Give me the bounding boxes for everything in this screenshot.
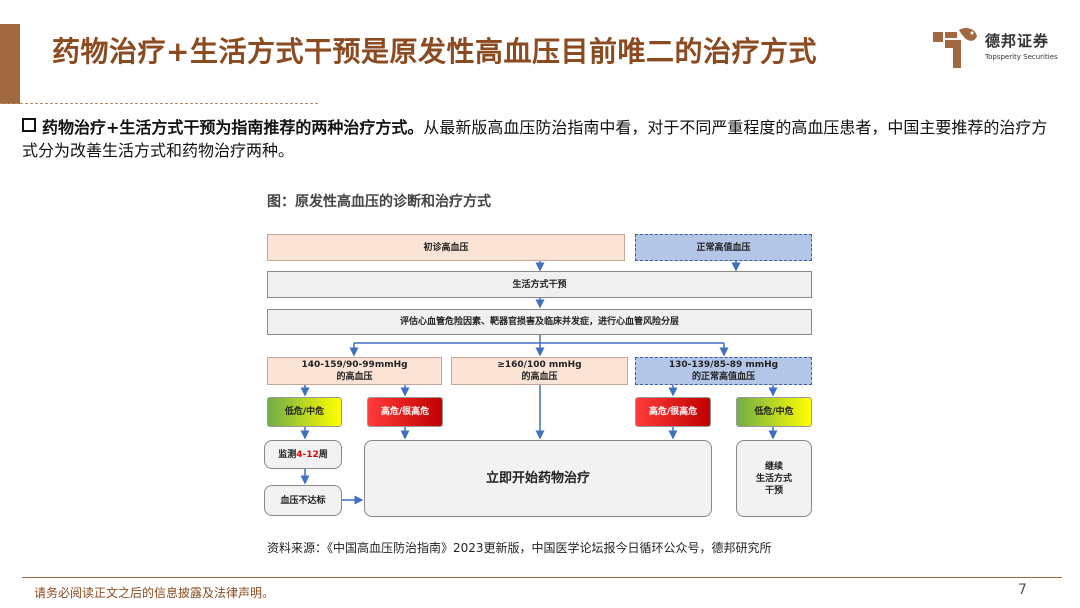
monitor-suffix: 周 <box>318 449 328 460</box>
logo-chinese-name: 德邦证券 <box>985 32 1050 50</box>
node-bp-not-met: 血压不达标 <box>264 485 342 516</box>
node-high-risk-left: 高危/很高危 <box>367 397 443 427</box>
bullet-bold-text: 药物治疗+生活方式干预为指南推荐的两种治疗方式。 <box>42 118 424 137</box>
node-risk-assessment: 评估心血管危险因素、靶器官损害及临床并发症，进行心血管风险分层 <box>267 309 812 335</box>
node-continue-lifestyle: 继续 生活方式 干预 <box>736 440 812 517</box>
node-range-130-139: 130-139/85-89 mmHg 的正常高值血压 <box>635 357 812 385</box>
page-number: 7 <box>1018 582 1027 598</box>
range3-line2: 的正常高值血压 <box>691 372 755 382</box>
range3-line1: 130-139/85-89 mmHg <box>668 360 779 370</box>
monitor-weeks: 4-12 <box>296 449 319 460</box>
figure-source: 资料来源：《中国高血压防治指南》2023更新版，中国医学论坛报今日循环公众号，德… <box>267 541 772 555</box>
logo-mark-icon <box>933 28 977 68</box>
node-low-mid-risk-left: 低危/中危 <box>267 397 342 427</box>
continue-line1: 继续 <box>764 461 783 472</box>
range2-line2: 的高血压 <box>521 372 558 382</box>
header-divider <box>0 103 318 104</box>
node-range-160: ≥160/100 mmHg 的高血压 <box>451 357 628 385</box>
monitor-prefix: 监测 <box>278 449 297 460</box>
node-lifestyle-intervention: 生活方式干预 <box>267 271 812 298</box>
company-logo: 德邦证券 Topsperity Securities <box>925 22 1065 76</box>
continue-line3: 干预 <box>764 485 783 496</box>
range2-line1: ≥160/100 mmHg <box>497 360 582 370</box>
bullet-paragraph: 药物治疗+生活方式干预为指南推荐的两种治疗方式。从最新版高血压防治指南中看，对于… <box>22 116 1052 162</box>
node-normal-high: 正常高值血压 <box>635 234 812 261</box>
continue-line2: 生活方式 <box>755 473 792 484</box>
bullet-body-text: 从最新版高血压防治指南中看，对于不同严重程度的高血压患者，中国主要推荐的治疗方式… <box>22 118 1048 160</box>
node-high-risk-right: 高危/很高危 <box>635 397 711 427</box>
page-title: 药物治疗+生活方式干预是原发性高血压目前唯二的治疗方式 <box>52 35 817 68</box>
node-range-140-159: 140-159/90-99mmHg 的高血压 <box>267 357 442 385</box>
logo-english-name: Topsperity Securities <box>985 53 1058 61</box>
node-start-drug-therapy: 立即开始药物治疗 <box>364 440 712 517</box>
title-accent-bar <box>0 24 20 104</box>
bullet-square-icon <box>22 118 36 132</box>
footer-disclaimer: 请务必阅读正文之后的信息披露及法律声明。 <box>34 586 275 600</box>
node-initial-diagnosis: 初诊高血压 <box>267 234 625 261</box>
node-low-mid-risk-right: 低危/中危 <box>736 397 812 427</box>
range1-line1: 140-159/90-99mmHg <box>301 360 408 370</box>
figure-title: 图：原发性高血压的诊断和治疗方式 <box>267 194 491 210</box>
footer-divider <box>22 577 1062 578</box>
range1-line2: 的高血压 <box>336 372 373 382</box>
